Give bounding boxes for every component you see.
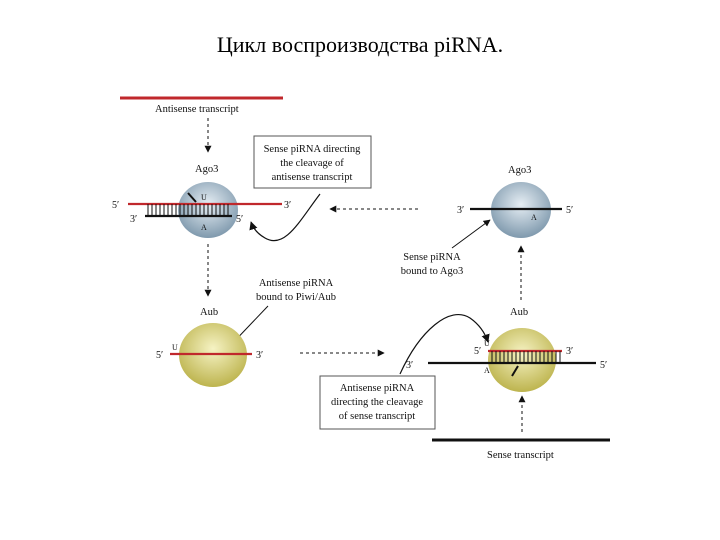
left-cleavage-mark [187,192,197,203]
box-antisense-directing-cleavage: Antisense piRNA directing the cleavage o… [319,375,436,430]
right-ago3-5prime: 5′ [566,205,573,216]
aub-left-label: Aub [200,307,218,318]
label-antisense-bound-aub: Antisense piRNA bound to Piwi/Aub [256,278,336,303]
svg-text:Antisense piRNA: Antisense piRNA [340,383,415,394]
arrow-sense-bound-to-ago3 [451,219,491,249]
left-duplex-rungs [147,204,229,216]
aub-left-base-u: U [172,343,178,352]
svg-text:of sense transcript: of sense transcript [339,411,415,422]
ago3-left-label: Ago3 [195,164,218,175]
left-bottom-5prime: 5′ [236,214,243,225]
sense-transcript-label: Sense transcript [487,450,554,461]
right-ago3-3prime: 3′ [457,205,464,216]
svg-text:the cleavage of: the cleavage of [280,158,344,169]
right-ago3-base-a: A [531,213,537,222]
svg-text:Antisense piRNA: Antisense piRNA [259,278,334,289]
aub-right-base-a: A [484,366,490,375]
ago3-right-label: Ago3 [508,165,531,176]
aub-right-top-5prime: 5′ [474,346,481,357]
aub-right-base-u: U [484,339,490,348]
label-sense-bound-ago3: Sense piRNA bound to Ago3 [401,252,463,277]
curve-arrow-box-to-left [249,193,321,242]
svg-text:Sense piRNA directing: Sense piRNA directing [264,144,362,155]
aub-left-5prime: 5′ [156,350,163,361]
page-title: Цикл воспроизводства piRNA. [216,32,504,57]
aub-right-bottom-3prime: 3′ [406,360,413,371]
aub-right-protein [488,328,556,392]
box-sense-directing-cleavage: Sense piRNA directing the cleavage of an… [253,135,372,189]
left-top-5prime: 5′ [112,200,119,211]
right-cleavage-mark [511,365,519,377]
left-base-a: A [201,223,207,232]
left-base-u: U [201,193,207,202]
left-bottom-3prime: 3′ [130,214,137,225]
svg-text:directing the cleavage: directing the cleavage [331,397,423,408]
aub-right-label: Aub [510,307,528,318]
aub-left-3prime: 3′ [256,350,263,361]
curve-arrow-to-right-aub [399,313,490,375]
svg-text:bound to Ago3: bound to Ago3 [401,266,463,277]
svg-text:antisense transcript: antisense transcript [272,172,353,183]
right-duplex-rungs [491,351,561,363]
aub-right-top-3prime: 3′ [566,346,573,357]
svg-text:bound to Piwi/Aub: bound to Piwi/Aub [256,292,336,303]
svg-text:Sense piRNA: Sense piRNA [403,252,461,263]
left-top-3prime: 3′ [284,200,291,211]
antisense-transcript-label: Antisense transcript [155,104,239,115]
aub-right-bottom-5prime: 5′ [600,360,607,371]
